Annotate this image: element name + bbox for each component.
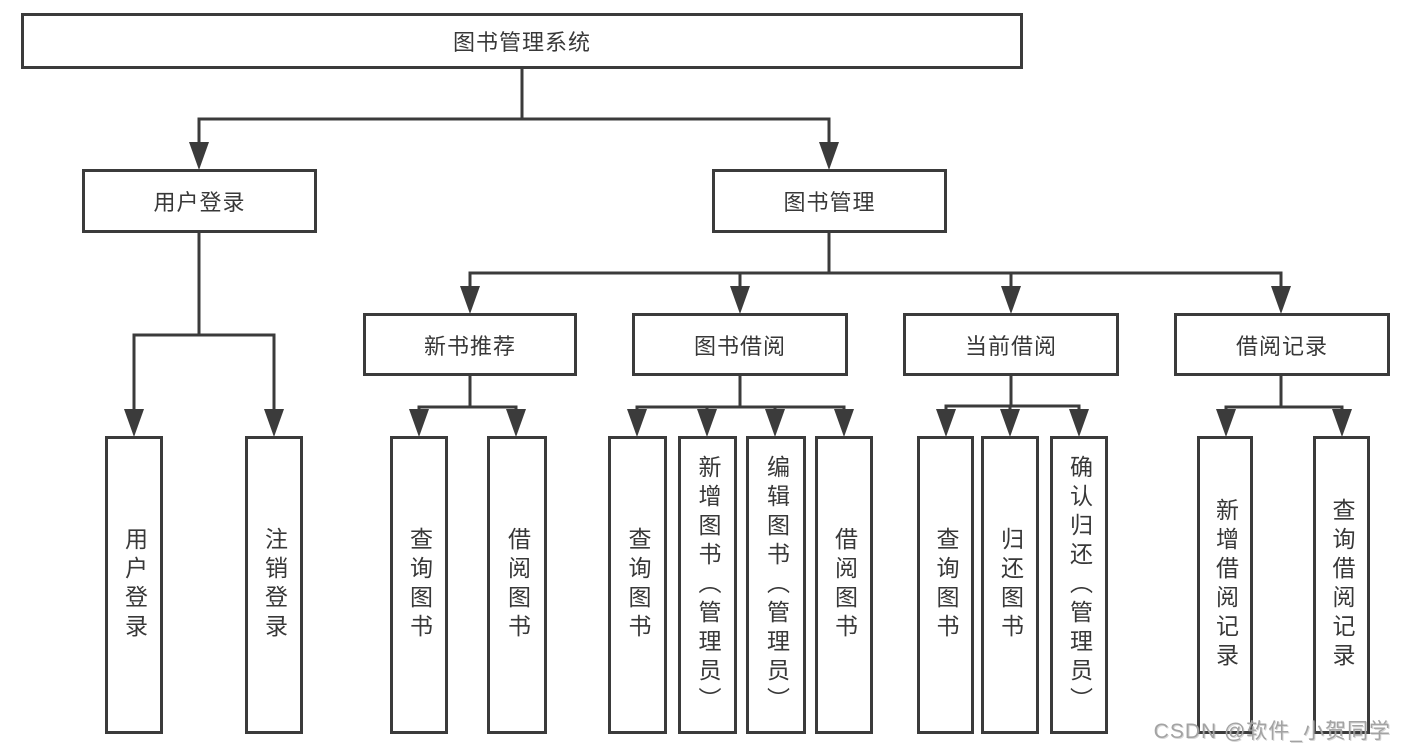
leaf-borrow-books-label: 借阅图书 bbox=[831, 527, 858, 643]
node-new-book-recommend-label: 新书推荐 bbox=[423, 333, 516, 359]
leaf-user-login-label: 用户登录 bbox=[121, 527, 148, 643]
leaf-user-login: 用户登录 bbox=[105, 436, 163, 734]
watermark: CSDN @软件_小贺同学 bbox=[1153, 720, 1391, 743]
node-book-management-label: 图书管理 bbox=[783, 190, 876, 215]
node-user-login: 用户登录 bbox=[82, 169, 317, 233]
leaf-query-books-current-label: 查询图书 bbox=[933, 527, 959, 643]
leaf-edit-books-admin: 编辑图书（管理员） bbox=[746, 436, 806, 734]
node-book-borrowing: 图书借阅 bbox=[632, 313, 848, 376]
leaf-add-books-admin-label: 新增图书（管理员） bbox=[695, 454, 721, 716]
leaf-edit-books-admin-label: 编辑图书（管理员） bbox=[763, 454, 790, 716]
node-current-borrowing-label: 当前借阅 bbox=[964, 333, 1057, 359]
node-book-borrowing-label: 图书借阅 bbox=[693, 333, 786, 359]
leaf-logout-label: 注销登录 bbox=[261, 527, 288, 643]
node-borrowing-records: 借阅记录 bbox=[1174, 313, 1390, 376]
leaf-query-books-recommend: 查询图书 bbox=[390, 436, 448, 734]
leaf-confirm-return-admin: 确认归还（管理员） bbox=[1050, 436, 1108, 734]
leaf-borrow-books-recommend: 借阅图书 bbox=[487, 436, 547, 734]
leaf-return-books-label: 归还图书 bbox=[997, 527, 1024, 643]
leaf-borrow-books: 借阅图书 bbox=[815, 436, 873, 734]
leaf-confirm-return-admin-label: 确认归还（管理员） bbox=[1066, 454, 1093, 716]
leaf-return-books: 归还图书 bbox=[981, 436, 1039, 734]
leaf-query-borrow-record-label: 查询借阅记录 bbox=[1329, 498, 1355, 672]
leaf-query-books-recommend-label: 查询图书 bbox=[406, 527, 433, 643]
leaf-borrow-books-recommend-label: 借阅图书 bbox=[504, 527, 531, 643]
node-new-book-recommend: 新书推荐 bbox=[363, 313, 577, 376]
leaf-query-books-current: 查询图书 bbox=[917, 436, 974, 734]
leaf-query-books-borrowing-label: 查询图书 bbox=[625, 527, 651, 643]
leaf-add-borrow-record: 新增借阅记录 bbox=[1197, 436, 1253, 734]
node-library-system-label: 图书管理系统 bbox=[452, 30, 591, 55]
node-library-system: 图书管理系统 bbox=[21, 13, 1023, 69]
leaf-query-borrow-record: 查询借阅记录 bbox=[1313, 436, 1370, 734]
node-borrowing-records-label: 借阅记录 bbox=[1235, 333, 1328, 359]
leaf-add-books-admin: 新增图书（管理员） bbox=[678, 436, 737, 734]
node-book-management: 图书管理 bbox=[712, 169, 947, 233]
leaf-query-books-borrowing: 查询图书 bbox=[608, 436, 667, 734]
node-user-login-label: 用户登录 bbox=[153, 190, 246, 215]
leaf-add-borrow-record-label: 新增借阅记录 bbox=[1212, 498, 1239, 672]
leaf-logout: 注销登录 bbox=[245, 436, 303, 734]
node-current-borrowing: 当前借阅 bbox=[903, 313, 1119, 376]
